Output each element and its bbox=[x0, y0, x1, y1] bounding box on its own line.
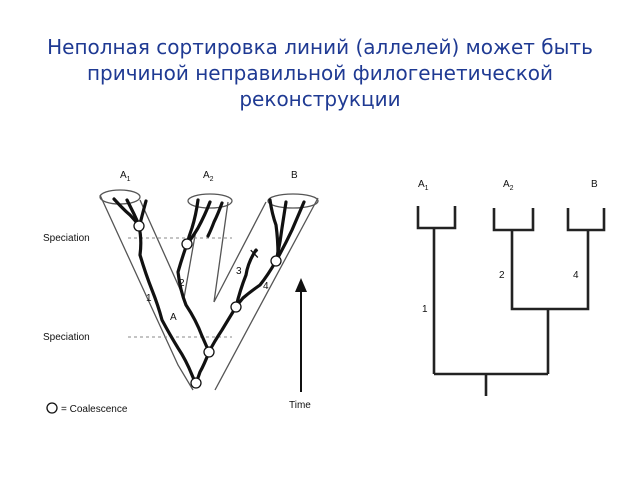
coalescence-circle bbox=[270, 255, 282, 267]
time-arrow: Time bbox=[289, 278, 311, 411]
coalescence-legend: = Coalescence bbox=[46, 402, 128, 415]
left-species-b: B bbox=[291, 170, 298, 181]
gene-tree-branch-2: 2 bbox=[499, 270, 505, 281]
right-species-labels: A1 A2 B bbox=[418, 179, 598, 192]
left-species-labels: A1 A2 B bbox=[120, 170, 298, 183]
ancestral-label: A bbox=[170, 312, 177, 323]
speciation-label-top: Speciation bbox=[43, 233, 90, 244]
branch-number-4: 4 bbox=[263, 281, 269, 292]
left-species-a1: A1 bbox=[120, 170, 131, 183]
coalescence-circle bbox=[230, 301, 242, 313]
coalescence-circle bbox=[181, 238, 193, 250]
branch-number-2: 2 bbox=[179, 278, 185, 289]
coalescence-circle bbox=[203, 346, 215, 358]
gene-tree-branch-4: 4 bbox=[573, 270, 579, 281]
slide-title: Неполная сортировка линий (аллелей) може… bbox=[47, 35, 593, 111]
time-label: Time bbox=[289, 400, 311, 411]
right-species-a2: A2 bbox=[503, 179, 514, 192]
legend-text: = Coalescence bbox=[61, 404, 128, 415]
legend-circle-icon bbox=[46, 402, 58, 414]
coalescence-markers bbox=[133, 220, 282, 389]
branch-number-3: 3 bbox=[236, 266, 242, 277]
gene-tree-branches bbox=[416, 206, 606, 396]
branch-number-1: 1 bbox=[146, 293, 152, 304]
gene-tree-branch-1: 1 bbox=[422, 304, 428, 315]
extinction-mark: × bbox=[249, 244, 260, 264]
left-species-a2: A2 bbox=[203, 170, 214, 183]
gene-tree-figure: A1 A2 B 1 2 4 bbox=[416, 179, 606, 396]
coalescence-circle bbox=[190, 377, 202, 389]
species-tree-figure: × A1 A2 B Speciation Speciation 1 2 3 4 … bbox=[43, 170, 319, 415]
right-species-a1: A1 bbox=[418, 179, 429, 192]
right-species-b: B bbox=[591, 179, 598, 190]
coalescence-circle bbox=[133, 220, 145, 232]
speciation-lines bbox=[128, 237, 232, 338]
speciation-label-bottom: Speciation bbox=[43, 332, 90, 343]
